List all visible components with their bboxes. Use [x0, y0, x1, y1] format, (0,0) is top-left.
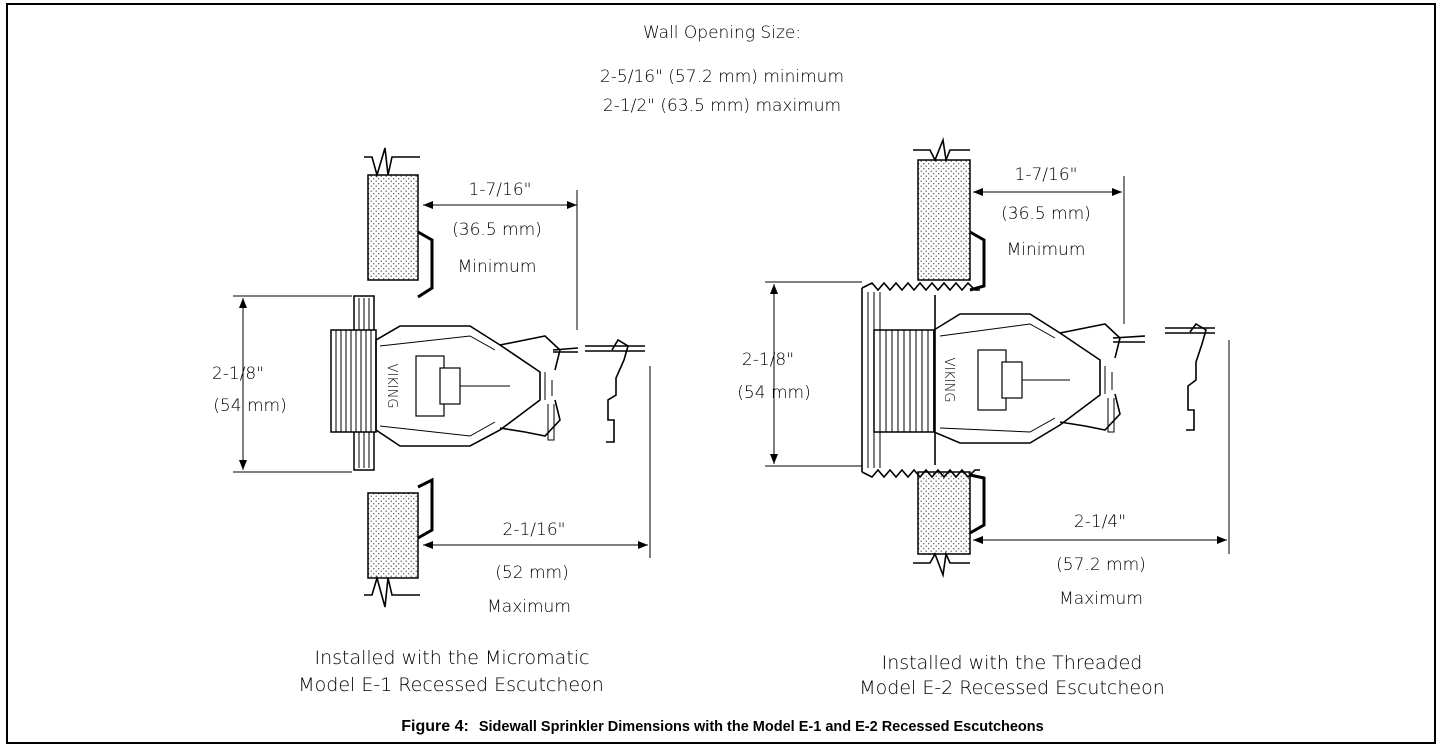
left-wall-upper	[364, 147, 420, 281]
left-brand: VIKING	[384, 364, 399, 409]
left-caption-line2: Model E-1 Recessed Escutcheon	[298, 674, 604, 696]
left-height-dim-mm: (54 mm)	[213, 396, 286, 416]
wall-opening-min: 2-5/16" (57.2 mm) minimum	[600, 67, 844, 87]
left-sprinkler-body	[375, 325, 579, 447]
figure-frame	[6, 3, 1436, 744]
right-bottom-dim-qual: Maximum	[1059, 589, 1143, 609]
right-bottom-dim-mm: (57.2 mm)	[1056, 555, 1146, 575]
right-top-dim-qual: Minimum	[1007, 240, 1086, 260]
right-caption-line1: Installed with the Threaded	[882, 652, 1143, 674]
left-deflector	[585, 338, 645, 443]
right-deflector	[1165, 322, 1215, 431]
right-escutcheon	[969, 230, 986, 535]
left-wall-lower	[364, 492, 420, 608]
right-height-dim-mm: (54 mm)	[737, 383, 810, 403]
figure-caption-text: Sidewall Sprinkler Dimensions with the M…	[478, 719, 1044, 735]
right-wall-lower	[913, 471, 971, 579]
left-caption-line1: Installed with the Micromatic	[314, 647, 589, 669]
left-bottom-dim-mm: (52 mm)	[495, 563, 568, 583]
wall-opening-max: 2-1/2" (63.5 mm) maximum	[603, 96, 841, 116]
right-bottom-dim: 2-1/4"	[1074, 512, 1126, 532]
left-top-dim-qual: Minimum	[458, 257, 537, 277]
figure-number: Figure 4:	[401, 718, 469, 735]
right-top-dim-mm: (36.5 mm)	[1001, 204, 1091, 224]
right-top-dim: 1-7/16"	[1015, 165, 1078, 185]
left-bottom-dim: 2-1/16"	[503, 520, 566, 540]
left-top-dim-mm: (36.5 mm)	[452, 220, 542, 240]
right-brand: VIKING	[941, 358, 956, 403]
right-drawing: VIKING 1-7/16" (36.5 mm) Minimum 2-1/8" …	[737, 136, 1230, 699]
right-threaded-ring	[861, 281, 980, 479]
right-height-dim: 2-1/8"	[742, 350, 794, 370]
right-wall-upper	[913, 136, 971, 281]
right-sprinkler-body	[933, 313, 1146, 444]
figure-caption: Figure 4: Sidewall Sprinkler Dimensions …	[0, 718, 1445, 736]
right-thread	[873, 329, 935, 433]
wall-opening-title: Wall Opening Size:	[643, 23, 801, 43]
left-top-dim: 1-7/16"	[469, 180, 532, 200]
left-drawing: VIKING 1-7/16" (36.5 mm) Minimum 2-1/8" …	[212, 147, 651, 696]
left-bottom-dim-qual: Maximum	[487, 597, 571, 617]
left-height-dim: 2-1/8"	[212, 364, 264, 384]
left-thread	[330, 329, 377, 433]
right-caption-line2: Model E-2 Recessed Escutcheon	[859, 677, 1165, 699]
